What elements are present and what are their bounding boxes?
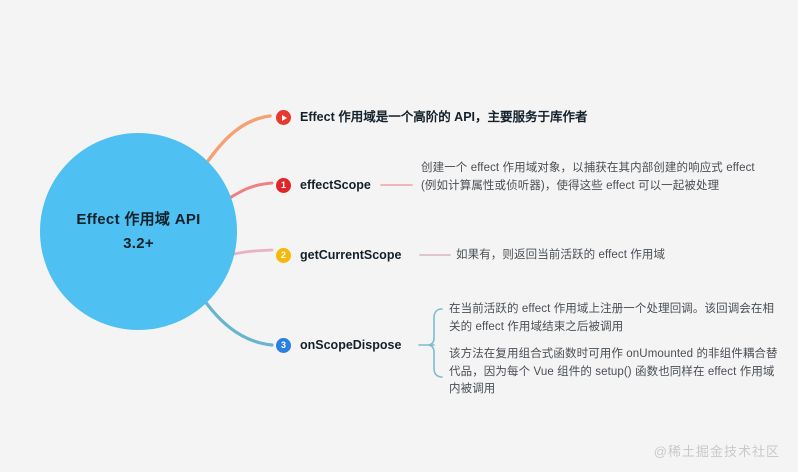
leaf-get-current-scope-description: 如果有，则返回当前活跃的 effect 作用域 (456, 249, 666, 261)
branch-on-scope-dispose-label: onScopeDispose (300, 338, 402, 352)
central-topic-line-1: Effect 作用域 API (76, 210, 201, 228)
number-badge-1-icon: 1 (276, 178, 291, 193)
number-badge-2-icon: 2 (276, 248, 291, 263)
play-marker-icon (276, 110, 291, 125)
watermark: @稀土掘金技术社区 (653, 444, 780, 459)
branch-get-current-scope-label: getCurrentScope (300, 248, 402, 262)
leaf-bracket-on-scope-dispose (418, 308, 443, 378)
branch-get-current-scope[interactable]: 2 getCurrentScope (276, 246, 401, 264)
branch-intro[interactable]: Effect 作用域是一个高阶的 API，主要服务于库作者 (276, 108, 588, 126)
central-topic-node[interactable]: Effect 作用域 API 3.2+ (40, 133, 237, 330)
leaf-on-scope-dispose-description-2: 该方法在复用组合式函数时可用作 onUmounted 的非组件耦合替代品，因为每… (449, 348, 778, 395)
leaf-effect-scope-description: 创建一个 effect 作用域对象，以捕获在其内部创建的响应式 effect (… (421, 162, 755, 192)
leaf-on-scope-dispose-description-1: 在当前活跃的 effect 作用域上注册一个处理回调。该回调会在相关的 effe… (449, 303, 775, 333)
number-badge-3-icon: 3 (276, 338, 291, 353)
branch-effect-scope[interactable]: 1 effectScope (276, 176, 371, 194)
central-topic-line-2: 3.2+ (123, 234, 154, 252)
branch-on-scope-dispose[interactable]: 3 onScopeDispose (276, 336, 401, 354)
branch-intro-label: Effect 作用域是一个高阶的 API，主要服务于库作者 (300, 110, 588, 124)
branch-effect-scope-label: effectScope (300, 178, 371, 192)
